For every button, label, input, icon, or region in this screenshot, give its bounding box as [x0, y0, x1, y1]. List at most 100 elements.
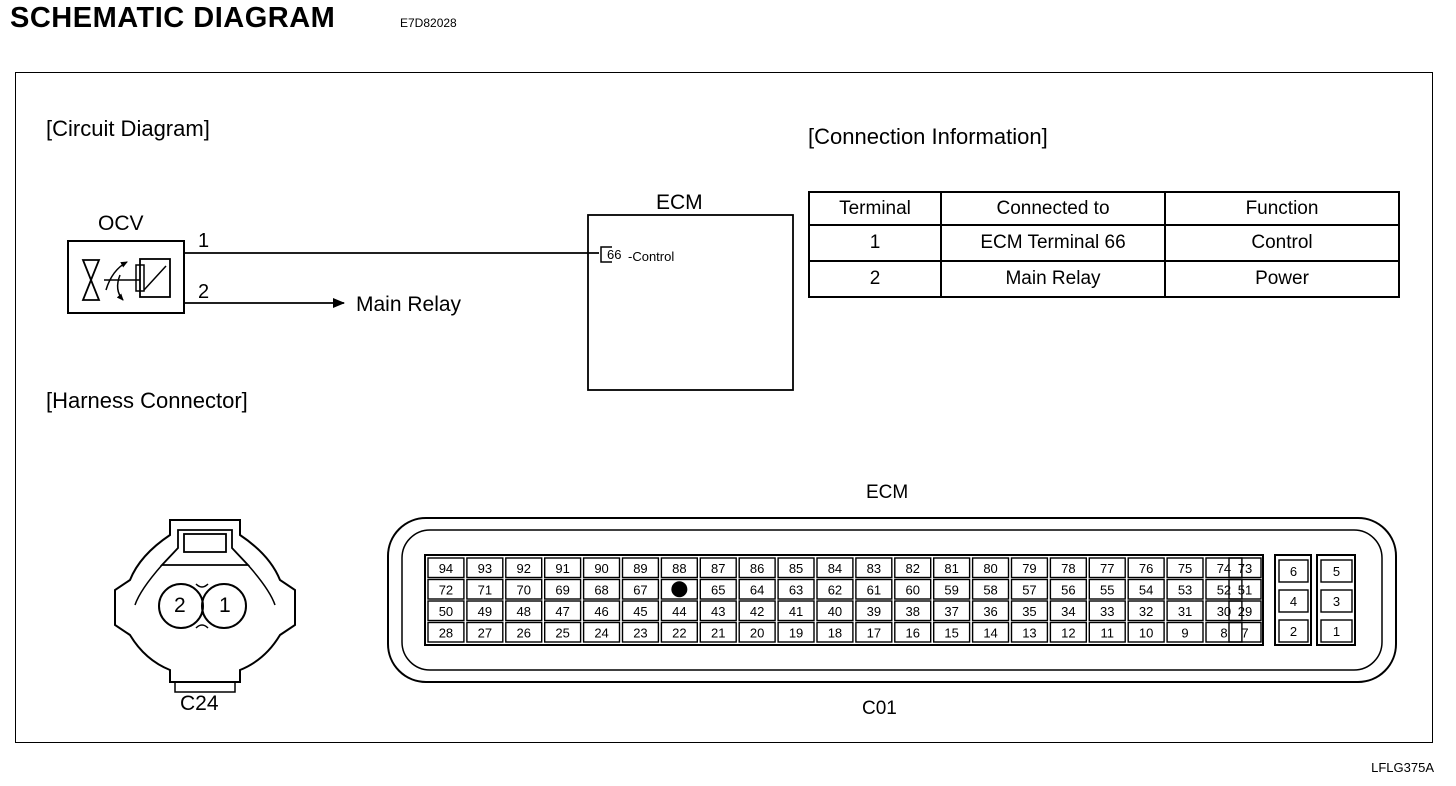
- pin-number: 9: [1181, 625, 1188, 640]
- ecm-terminal-number: 66: [607, 247, 622, 262]
- ecm-terminal-bracket: [600, 246, 612, 263]
- ecm-connector-label: C01: [862, 698, 897, 719]
- pin-cell: [1228, 621, 1262, 643]
- pin-number: 65: [711, 582, 725, 597]
- pin-number: 25: [555, 625, 569, 640]
- pin-number: 37: [944, 604, 958, 619]
- pin-number: 30: [1217, 604, 1231, 619]
- pin-number: 28: [439, 625, 453, 640]
- pin-number: 20: [750, 625, 764, 640]
- pin-cell: [1320, 619, 1353, 643]
- pin-number: 10: [1139, 625, 1153, 640]
- pin-number: 54: [1139, 582, 1153, 597]
- pin-cell: [505, 578, 543, 600]
- pin-number: 23: [633, 625, 647, 640]
- document-code: E7D82028: [400, 16, 457, 30]
- ocv-symbol: [67, 240, 185, 314]
- c24-pin: 2: [174, 594, 186, 617]
- pin-cell: [1010, 557, 1049, 579]
- pin-cell: [505, 600, 543, 622]
- pin-number: 31: [1178, 604, 1192, 619]
- ocv-label: OCV: [98, 212, 144, 235]
- pin-cell: [855, 600, 893, 622]
- pin-number: 94: [439, 561, 453, 576]
- pin-cell: [1205, 621, 1243, 643]
- pin-number: 63: [789, 582, 803, 597]
- highlighted-pin-dot: [671, 581, 688, 598]
- pin-cell: [427, 621, 465, 643]
- pin-cell: [1278, 589, 1309, 613]
- pin-number: 13: [1022, 625, 1036, 640]
- pin-number: 4: [1290, 594, 1297, 609]
- pin-number: 3: [1333, 594, 1340, 609]
- pin-number: 82: [906, 561, 920, 576]
- pin-cell: [1228, 578, 1262, 600]
- pin-number: 72: [439, 582, 453, 597]
- pin-number: 19: [789, 625, 803, 640]
- main-relay-label: Main Relay: [356, 293, 462, 316]
- pin-number: 76: [1139, 561, 1153, 576]
- pin-number: 71: [478, 582, 492, 597]
- pin-number: 12: [1061, 625, 1075, 640]
- pin-number: 70: [517, 582, 531, 597]
- pin-cell: [894, 600, 932, 622]
- pin-cell: [466, 557, 504, 579]
- pin-cell: [1088, 578, 1126, 600]
- pin-cell: [1010, 578, 1049, 600]
- pin-cell: [466, 600, 504, 622]
- pin-number: 6: [1290, 564, 1297, 579]
- pin-cell: [855, 557, 893, 579]
- pin-number: 15: [944, 625, 958, 640]
- table-cell: Control: [1164, 224, 1400, 262]
- pin-number: 47: [555, 604, 569, 619]
- pin-cell: [621, 557, 660, 579]
- diagram-frame: [15, 72, 1433, 743]
- c24-connector: [114, 519, 296, 693]
- pin-number: 40: [828, 604, 842, 619]
- pin-number: 29: [1238, 604, 1252, 619]
- pin-cell: [1010, 600, 1049, 622]
- pin-cell: [1127, 621, 1165, 643]
- pin-cell: [466, 621, 504, 643]
- pin-cell: [427, 578, 465, 600]
- pin-number: 27: [478, 625, 492, 640]
- pin-cell: [738, 600, 776, 622]
- header-connected-to: Connected to: [940, 191, 1166, 226]
- pin-number: 43: [711, 604, 725, 619]
- pin-cell: [1049, 600, 1088, 622]
- pin-cell: [1166, 600, 1204, 622]
- pin-number: 36: [983, 604, 997, 619]
- pin-cell: [894, 578, 932, 600]
- pin-number: 33: [1100, 604, 1114, 619]
- header-function: Function: [1164, 191, 1400, 226]
- pin-number: 77: [1100, 561, 1114, 576]
- pin-cell: [544, 621, 582, 643]
- pin-number: 58: [983, 582, 997, 597]
- table-cell: 2: [808, 260, 942, 298]
- pin-cell: [544, 600, 582, 622]
- pin-cell: [777, 578, 815, 600]
- table-cell: Main Relay: [940, 260, 1166, 298]
- pin-number: 87: [711, 561, 725, 576]
- pin-number: 42: [750, 604, 764, 619]
- connection-info-title: [Connection Information]: [808, 124, 1048, 149]
- pin-number: 16: [906, 625, 920, 640]
- pin-number: 44: [672, 604, 686, 619]
- pin-cell: [544, 578, 582, 600]
- pin-number: 86: [750, 561, 764, 576]
- pin-cell: [582, 600, 621, 622]
- pin-cell: [1166, 578, 1204, 600]
- pin-number: 56: [1061, 582, 1075, 597]
- pin-cell: [777, 621, 815, 643]
- pin-number: 2: [1290, 624, 1297, 639]
- pin-cell: [1049, 578, 1088, 600]
- pin-cell: [466, 578, 504, 600]
- table-row: 2 Main Relay Power: [808, 260, 1400, 298]
- pin-number: 1: [1333, 624, 1340, 639]
- pin-number: 24: [594, 625, 608, 640]
- pin-cell: [933, 621, 971, 643]
- pin-cell: [738, 578, 776, 600]
- pin-cell: [933, 557, 971, 579]
- pin-number: 84: [828, 561, 842, 576]
